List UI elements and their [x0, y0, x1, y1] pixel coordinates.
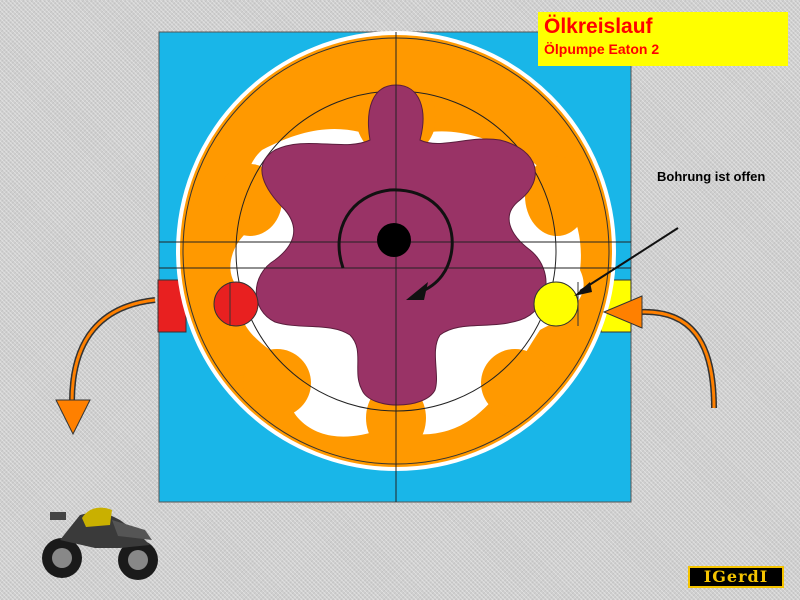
title-sub: Ölpumpe Eaton 2: [544, 41, 660, 57]
motorcycle-icon: [42, 507, 158, 580]
outlet-opening: [213, 281, 259, 327]
title-box: Ölkreislauf Ölpumpe Eaton 2: [538, 12, 788, 66]
author-logo: IGerdI: [688, 566, 784, 588]
title-main: Ölkreislauf: [544, 15, 653, 38]
flow-in-arrow-icon: [602, 295, 717, 409]
shaft: [377, 223, 411, 257]
inlet-opening: [533, 281, 579, 327]
annotation-pointer: [579, 227, 679, 292]
flow-out-arrow-icon: [55, 297, 156, 436]
rotation-arrow-icon: [337, 188, 454, 300]
annotation-text: Bohrung ist offen: [657, 169, 766, 184]
